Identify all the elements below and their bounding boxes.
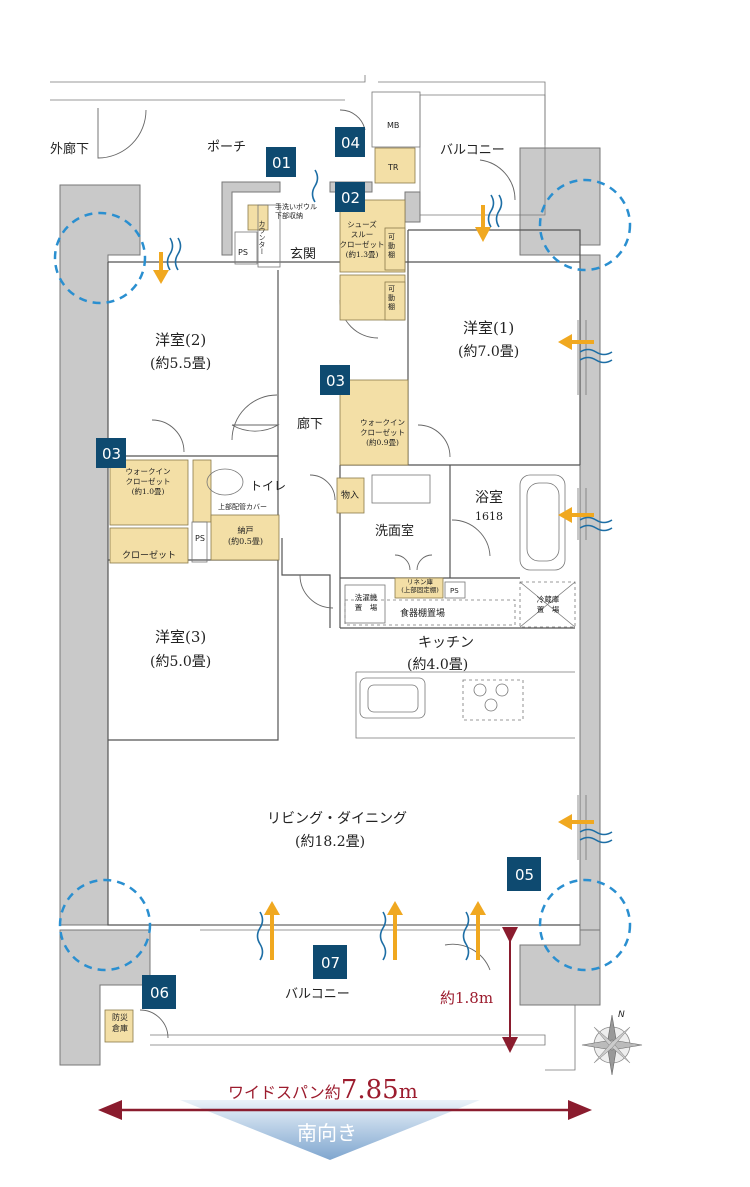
tag-03-small: 03 [96, 438, 126, 468]
bathroom-name: 浴室 [475, 489, 503, 506]
washer-label: 洗濯機 置 場 [354, 593, 378, 612]
tag-03-walkin: 03 [320, 365, 350, 395]
ps-mid-label: PS [195, 534, 205, 543]
balcony-depth-label: 約1.8m [440, 989, 493, 1007]
vent-arrow [558, 507, 613, 532]
multiline-labels: 手洗いボウル 下部収納 シューズ スルー クローゼット (約1.3畳) 可 動 … [112, 203, 560, 1033]
movable-shelf-1-label: 可 動 棚 [388, 233, 395, 259]
tr-label: TR [387, 163, 399, 172]
vent-arrow [558, 334, 613, 364]
span-value: 7.85 [341, 1075, 399, 1105]
tag-05: 05 [507, 857, 541, 891]
balcony-top-label: バルコニー [440, 143, 505, 158]
corner-window-circles [53, 178, 632, 972]
vent-arrow [379, 901, 403, 961]
bathtub [519, 474, 566, 571]
outer-corridor-label: 外廊下 [50, 141, 89, 157]
western2-name: 洋室(2) [155, 331, 206, 349]
western3-size: (約5.0畳) [150, 654, 211, 670]
movable-shelf-2-label: 可 動 棚 [388, 285, 395, 311]
svg-text:05: 05 [515, 866, 534, 884]
living-name: リビング・ダイニング [267, 811, 407, 827]
corner-window-marker [53, 211, 147, 305]
tag-04: 04 [335, 127, 365, 157]
hallway-label: 廊下 [297, 416, 323, 432]
wide-span-indicator [98, 1100, 592, 1160]
svg-text:02: 02 [341, 189, 360, 207]
dishwasher-label: 食器棚置場 [400, 607, 445, 619]
wic-big-label: ウォークイン クローゼット (約0.9畳) [360, 418, 405, 447]
closet-label: クローゼット [122, 549, 176, 561]
feature-tags: 01 04 02 03 03 05 07 06 [96, 127, 541, 1009]
corner-window-marker [58, 878, 152, 972]
svg-text:03: 03 [102, 445, 121, 463]
corner-window-marker [538, 878, 632, 972]
porch-label: ポーチ [207, 140, 246, 155]
orientation-label: 南向き [297, 1121, 357, 1145]
svg-text:06: 06 [150, 984, 169, 1002]
tag-01: 01 [266, 147, 296, 177]
wic-small-label: ウォークイン クローゼット (約1.0畳) [125, 467, 171, 496]
mb-label: MB [387, 121, 399, 130]
svg-text:03: 03 [326, 372, 345, 390]
burner-icon [473, 683, 487, 697]
stove [462, 679, 524, 721]
tag-06: 06 [142, 975, 176, 1009]
svg-text:04: 04 [341, 134, 360, 152]
western3-name: 洋室(3) [155, 628, 206, 646]
orientation-fan [180, 1100, 480, 1160]
doors [97, 108, 516, 1039]
span-prefix: ワイドスパン約 [228, 1083, 341, 1102]
wide-span-label: ワイドスパン約7.85m [228, 1075, 418, 1105]
western2-size: (約5.5畳) [150, 356, 211, 372]
ps-linen-label: PS [450, 587, 459, 595]
vent-arrow [558, 814, 613, 844]
corner-window-marker [538, 178, 632, 272]
sink [359, 677, 426, 719]
svg-text:01: 01 [272, 154, 291, 172]
tag-07: 07 [313, 945, 347, 979]
vent-arrow [462, 901, 486, 961]
living-size: (約18.2畳) [295, 834, 365, 850]
toilet-icon [206, 468, 244, 496]
span-unit: m [399, 1079, 418, 1103]
vent-arrow [153, 237, 182, 284]
vent-arrow [256, 901, 280, 961]
disaster-storage-label: 防災 倉庫 [112, 1013, 128, 1033]
pipe-cover-label: 上部配管カバー [218, 502, 267, 511]
fridge-label: 冷蔵庫 置 場 [536, 595, 560, 614]
ps-entry-label: PS [238, 248, 248, 257]
counter-label: カウンター [258, 220, 266, 255]
washroom-label: 洗面室 [375, 523, 414, 539]
tag-02: 02 [335, 182, 365, 212]
storeroom-label: 納戸 (約0.5畳) [228, 526, 263, 546]
kitchen-name: キッチン [418, 635, 474, 651]
vent-arrow [311, 169, 319, 203]
hand-wash-label: 手洗いボウル 下部収納 [275, 203, 317, 220]
svg-text:07: 07 [321, 954, 340, 972]
room-labels: 外廊下 ポーチ バルコニー MB TR PS 玄関 PS 洋室(2) (約5.5… [50, 121, 519, 1002]
ventilation-arrows [153, 169, 613, 961]
western1-size: (約7.0畳) [458, 344, 519, 360]
kitchen-size: (約4.0畳) [407, 657, 468, 673]
entrance-label: 玄関 [290, 247, 316, 262]
fixtures [191, 204, 576, 721]
shoes-closet-label: シューズ スルー クローゼット (約1.3畳) [339, 220, 385, 259]
linen-label: リネン庫 (上部固定棚) [401, 578, 439, 594]
toilet-label: トイレ [250, 479, 286, 493]
bathroom-size: 1618 [475, 510, 503, 523]
balcony-bottom-label: バルコニー [285, 987, 350, 1002]
vent-arrow [475, 194, 503, 242]
storage-in-label: 物入 [341, 489, 359, 501]
compass-icon: N [581, 1010, 643, 1076]
western1-name: 洋室(1) [463, 319, 514, 337]
compass-north-label: N [618, 1010, 625, 1020]
